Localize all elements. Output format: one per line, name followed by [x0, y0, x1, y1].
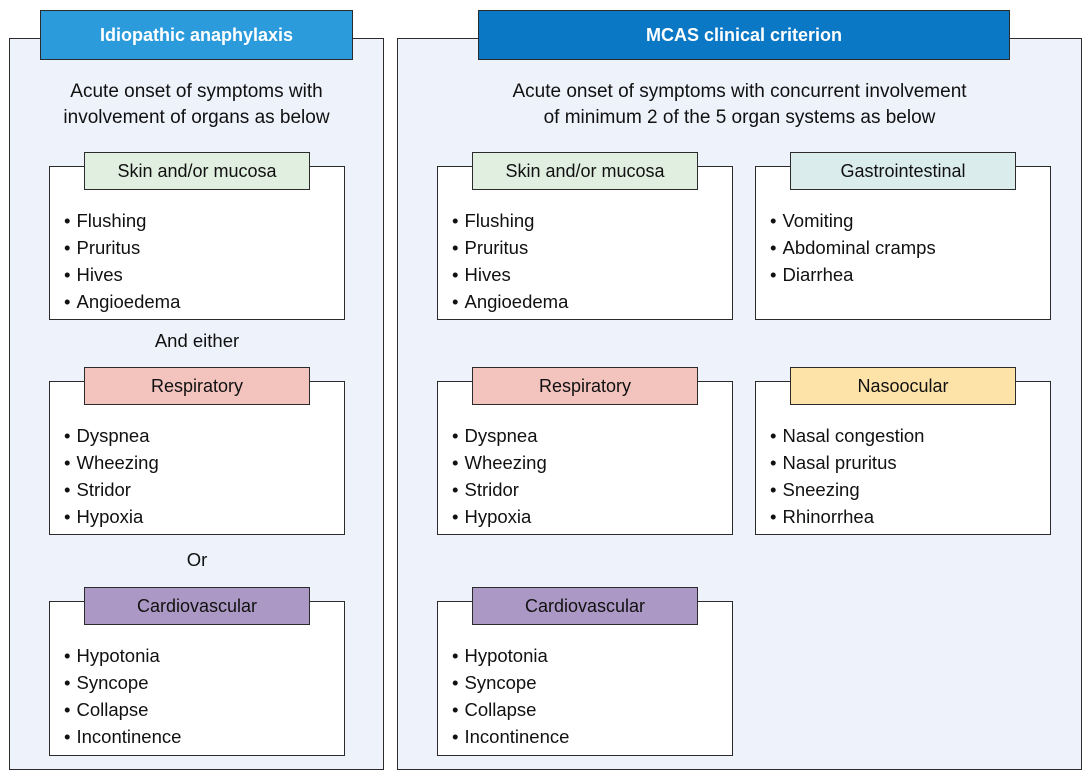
- right-nasoocular-card-title: Nasoocular: [790, 367, 1016, 405]
- idiopathic-anaphylaxis-intro: Acute onset of symptoms with involvement …: [14, 79, 379, 131]
- list-item: Hives: [452, 261, 568, 288]
- list-item: Incontinence: [64, 723, 181, 750]
- right-nasoocular-list: Nasal congestion Nasal pruritus Sneezing…: [770, 422, 924, 530]
- list-item: Wheezing: [64, 449, 158, 476]
- list-item: Hives: [64, 261, 180, 288]
- right-respiratory-card: Dyspnea Wheezing Stridor Hypoxia: [437, 381, 733, 535]
- right-gastrointestinal-card-title: Gastrointestinal: [790, 152, 1016, 190]
- list-item: Angioedema: [452, 288, 568, 315]
- right-gastrointestinal-card: Vomiting Abdominal cramps Diarrhea: [755, 166, 1051, 320]
- list-item: Nasal pruritus: [770, 449, 924, 476]
- list-item: Flushing: [452, 207, 568, 234]
- list-item: Syncope: [64, 669, 181, 696]
- mcas-criterion-intro: Acute onset of symptoms with concurrent …: [402, 79, 1077, 131]
- list-item: Hypotonia: [64, 642, 181, 669]
- list-item: Angioedema: [64, 288, 180, 315]
- list-item: Sneezing: [770, 476, 924, 503]
- left-skin-list: Flushing Pruritus Hives Angioedema: [64, 207, 180, 315]
- left-respiratory-card-title: Respiratory: [84, 367, 310, 405]
- list-item: Wheezing: [452, 449, 546, 476]
- list-item: Pruritus: [64, 234, 180, 261]
- list-item: Dyspnea: [452, 422, 547, 449]
- list-item: Pruritus: [452, 234, 568, 261]
- right-cardiovascular-card-title: Cardiovascular: [472, 587, 698, 625]
- right-respiratory-list: Dyspnea Wheezing Stridor Hypoxia: [452, 422, 547, 530]
- list-item: Syncope: [452, 669, 569, 696]
- intro-line: Acute onset of symptoms with concurrent …: [512, 81, 967, 102]
- list-item: Abdominal cramps: [770, 234, 935, 261]
- right-cardiovascular-list: Hypotonia Syncope Collapse Incontinence: [452, 642, 569, 750]
- left-cardiovascular-card: Hypotonia Syncope Collapse Incontinence: [49, 601, 345, 756]
- left-cardiovascular-list: Hypotonia Syncope Collapse Incontinence: [64, 642, 181, 750]
- or-connector: Or: [186, 549, 208, 570]
- intro-line: Acute onset of symptoms with: [70, 81, 323, 102]
- list-item: Nasal congestion: [770, 422, 924, 449]
- left-cardiovascular-card-title: Cardiovascular: [84, 587, 310, 625]
- list-item: Hypotonia: [452, 642, 569, 669]
- left-respiratory-card: Dyspnea Wheezing Stridor Hypoxia: [49, 381, 345, 535]
- list-item: Collapse: [452, 696, 569, 723]
- right-respiratory-card-title: Respiratory: [472, 367, 698, 405]
- left-respiratory-list: Dyspnea Wheezing Stridor Hypoxia: [64, 422, 159, 530]
- right-skin-list: Flushing Pruritus Hives Angioedema: [452, 207, 568, 315]
- left-skin-card-title: Skin and/or mucosa: [84, 152, 310, 190]
- right-nasoocular-card: Nasal congestion Nasal pruritus Sneezing…: [755, 381, 1051, 535]
- mcas-criterion-title: MCAS clinical criterion: [478, 10, 1010, 60]
- and-either-connector: And either: [154, 330, 240, 351]
- list-item: Dyspnea: [64, 422, 159, 449]
- list-item: Incontinence: [452, 723, 569, 750]
- list-item: Vomiting: [770, 207, 936, 234]
- left-skin-card: Flushing Pruritus Hives Angioedema: [49, 166, 345, 320]
- list-item: Flushing: [64, 207, 180, 234]
- intro-line: involvement of organs as below: [63, 107, 330, 128]
- list-item: Stridor: [64, 476, 159, 503]
- right-gastrointestinal-list: Vomiting Abdominal cramps Diarrhea: [770, 207, 936, 288]
- right-cardiovascular-card: Hypotonia Syncope Collapse Incontinence: [437, 601, 733, 756]
- right-skin-card-title: Skin and/or mucosa: [472, 152, 698, 190]
- list-item: Hypoxia: [452, 503, 547, 530]
- list-item: Rhinorrhea: [770, 503, 924, 530]
- list-item: Hypoxia: [64, 503, 159, 530]
- idiopathic-anaphylaxis-title: Idiopathic anaphylaxis: [40, 10, 353, 60]
- list-item: Diarrhea: [770, 261, 936, 288]
- list-item: Collapse: [64, 696, 181, 723]
- intro-line: of minimum 2 of the 5 organ systems as b…: [543, 107, 936, 128]
- list-item: Stridor: [452, 476, 547, 503]
